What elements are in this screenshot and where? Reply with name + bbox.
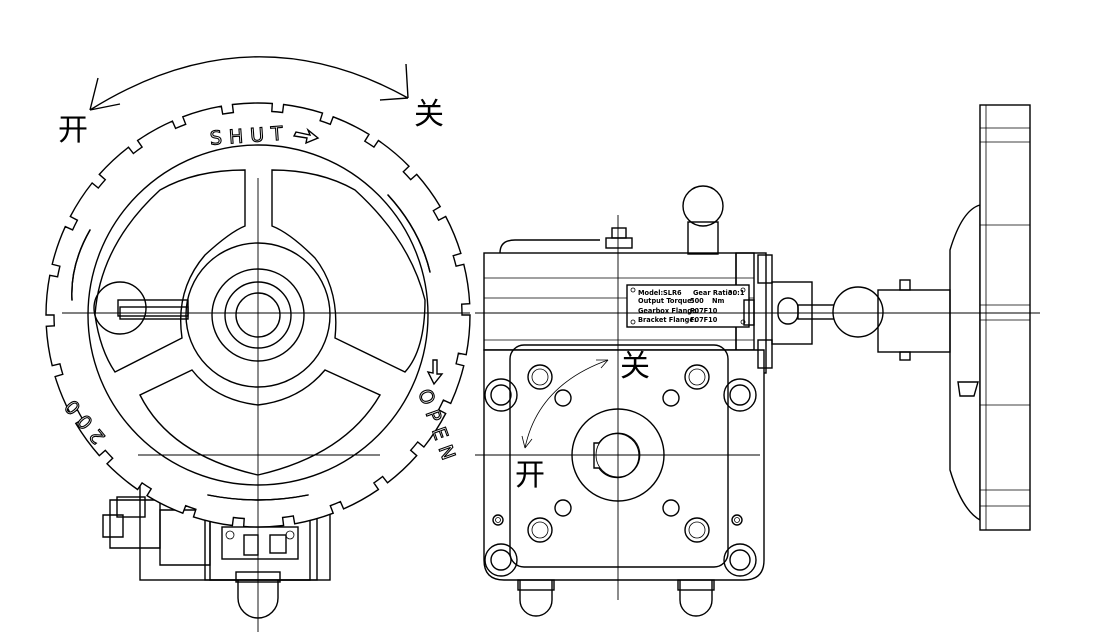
plate-gearbox-label: Gearbox Flange: [638, 307, 699, 315]
front-view: ::::::: ::::::: :::: ::::: :::: :::::: :… [45, 56, 471, 632]
plate-model-label: Model: [638, 289, 663, 297]
rotation-arc [89, 56, 409, 111]
side-view: 关 开 Model: SLR6 Gear Ratio: 30:1 Output … [475, 104, 1040, 617]
open-cn-side: 开 [515, 458, 545, 493]
arc-arrow-right-icon [379, 63, 409, 101]
plate-bracket-label: Bracket Flange: [638, 316, 697, 324]
plate-ratio-value: 30:1 [728, 289, 745, 297]
face-rotation-arc [524, 359, 609, 449]
shut-arrow-icon [292, 127, 320, 145]
face-arc-arrow-top-icon [596, 359, 609, 369]
close-cn-side: 关 [620, 349, 650, 384]
open-cn-top: 开 [58, 113, 88, 148]
face-arc-arrow-bottom-icon [521, 435, 533, 449]
open-arrow-icon [426, 359, 444, 386]
plate-bracket-value: F07F10 [690, 316, 718, 324]
arc-arrow-left-icon [89, 77, 121, 111]
plate-torque-unit: Nm [712, 297, 725, 305]
plate-model-value: SLR6 [663, 289, 682, 297]
close-cn-top: 关 [414, 97, 444, 132]
plate-torque-label: Output Torque: [638, 297, 694, 305]
plate-ratio-label: Gear Ratio: [693, 289, 735, 297]
nameplate: Model: SLR6 Gear Ratio: 30:1 Output Torq… [626, 284, 750, 328]
plate-torque-value: 500 [690, 297, 704, 305]
plate-gearbox-value: F07F10 [690, 307, 718, 315]
